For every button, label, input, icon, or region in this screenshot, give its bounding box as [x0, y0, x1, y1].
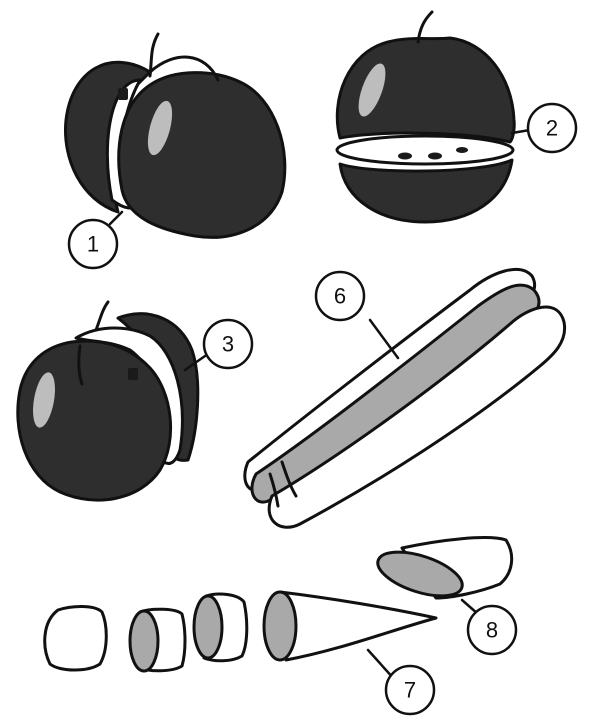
apple-horizontal-cut [337, 12, 514, 222]
leader-line-6 [370, 320, 398, 358]
apple-bottom-half [340, 160, 512, 222]
apple-cut-face [337, 136, 513, 164]
leader-line-1 [110, 212, 122, 224]
carrot-tip-face [264, 592, 296, 660]
callout-label-1: 1 [87, 232, 99, 257]
slice-piece [373, 538, 512, 605]
apple-vertical-cut [65, 34, 284, 237]
carrot-round-face [194, 596, 222, 658]
callout-6: 6 [316, 272, 364, 320]
apple-front-core-mark [128, 368, 138, 380]
callout-label-2: 2 [546, 116, 558, 141]
apple-seed [456, 147, 468, 153]
callout-2: 2 [528, 104, 576, 152]
apple-core-mark [118, 88, 128, 100]
callout-8: 8 [468, 606, 516, 654]
apple-seed [398, 153, 412, 160]
apple-wedge-cut [18, 302, 198, 500]
carrot-end-piece [45, 607, 107, 671]
carrot-round-face [130, 611, 158, 671]
carrot-tip [280, 592, 436, 660]
vegetable-lengthwise-cut [245, 269, 565, 527]
callout-7: 7 [386, 666, 434, 714]
callout-1: 1 [69, 220, 117, 268]
callout-label-6: 6 [334, 284, 346, 309]
callout-label-3: 3 [222, 332, 234, 357]
apple-seed [428, 153, 442, 160]
apple-front-stem [96, 302, 108, 330]
callout-3: 3 [204, 320, 252, 368]
callout-label-7: 7 [404, 678, 416, 703]
callout-label-8: 8 [486, 618, 498, 643]
apple-body [119, 73, 285, 238]
